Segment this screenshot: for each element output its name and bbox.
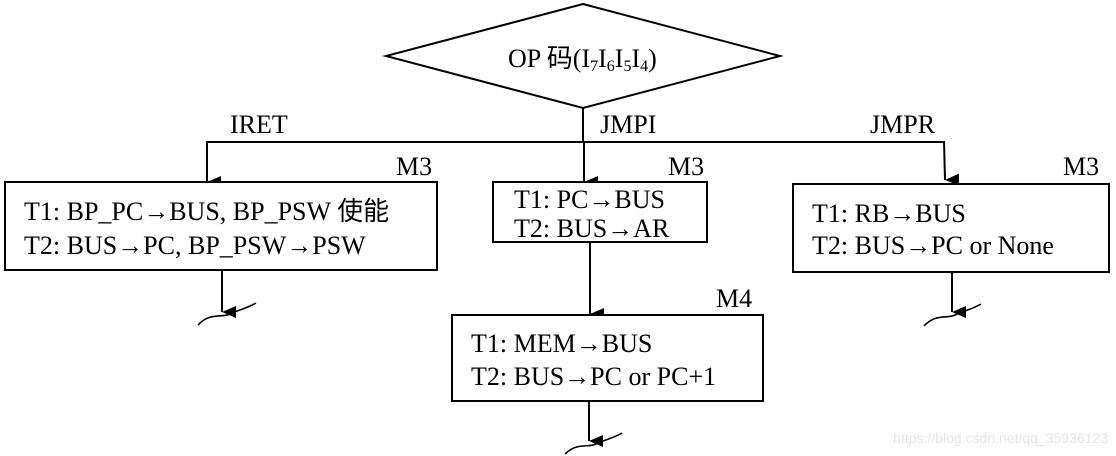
- microop-box-jmpr: T1: RB→BUS T2: BUS→PC or None: [792, 183, 1110, 273]
- microop-line: T2: BUS→AR: [514, 214, 670, 243]
- state-label-jmpi-next: M4: [716, 284, 753, 313]
- decision-prefix: OP 码(: [508, 44, 582, 73]
- decision-suffix: ): [648, 44, 657, 73]
- microop-line: T2: BUS→PC or None: [812, 231, 1054, 260]
- microop-box-jmpi: T1: PC→BUS T2: BUS→AR: [492, 181, 708, 243]
- microop-line: T1: RB→BUS: [812, 199, 966, 228]
- microop-box-iret: T1: BP_PC→BUS, BP_PSW 使能 T2: BUS→PC, BP_…: [4, 181, 438, 271]
- branch-label-jmpi: JMPI: [600, 110, 657, 139]
- watermark: https://blog.csdn.net/qq_35936123: [893, 430, 1108, 446]
- microop-box-jmpi-m4: T1: MEM→BUS T2: BUS→PC or PC+1: [451, 314, 764, 402]
- microop-line: T2: BUS→PC or PC+1: [471, 362, 717, 391]
- decision-label: OP 码(I7I6I5I4): [508, 44, 657, 75]
- state-label-jmpi: M3: [668, 152, 705, 181]
- continuation-wave-jmpi: [564, 432, 623, 455]
- microop-line: T1: MEM→BUS: [471, 329, 653, 358]
- arrow-jmpr: [943, 140, 960, 186]
- state-label-jmpr: M3: [1063, 152, 1100, 181]
- microop-line: T2: BUS→PC, BP_PSW→PSW: [24, 231, 366, 260]
- state-label-iret: M3: [396, 152, 433, 181]
- continuation-wave-jmpr: [923, 303, 982, 327]
- microop-line: T1: PC→BUS: [514, 185, 665, 214]
- branch-label-jmpr: JMPR: [870, 110, 936, 139]
- branch-label-iret: IRET: [230, 110, 288, 139]
- microop-line: T1: BP_PC→BUS, BP_PSW 使能: [24, 197, 390, 226]
- continuation-wave-iret: [197, 302, 257, 326]
